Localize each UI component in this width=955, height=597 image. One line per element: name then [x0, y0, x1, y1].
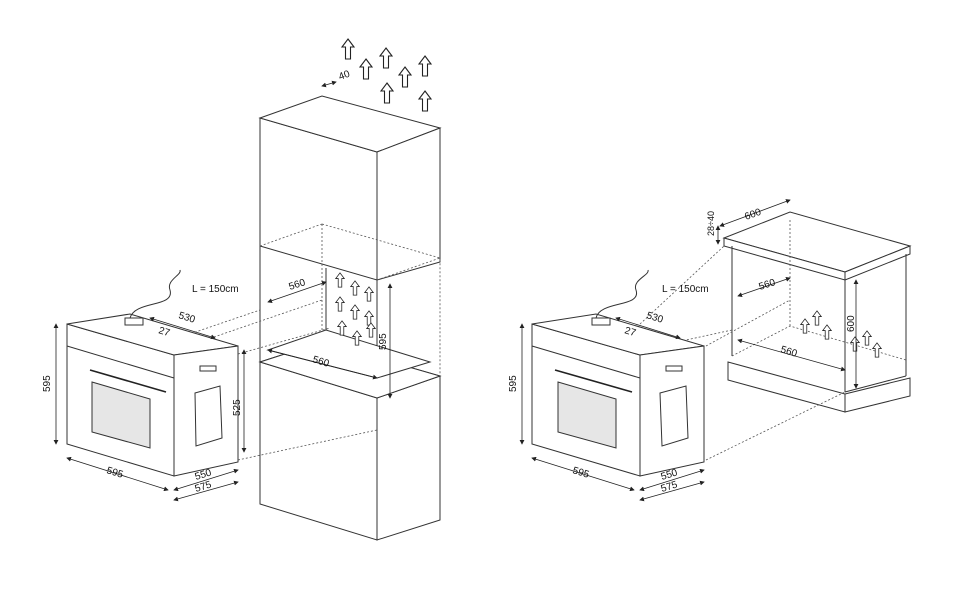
counter-thickness-label: 28÷40 — [706, 211, 716, 236]
airflow-arrow-icon — [862, 330, 872, 346]
airflow-arrow-icon — [350, 304, 360, 320]
airflow-arrow-icon — [350, 280, 360, 296]
oven-width-label-right: 595 — [571, 465, 591, 481]
oven-depth-label: 550 — [194, 467, 214, 483]
airflow-arrow-icon — [335, 296, 345, 312]
airflow-arrow-icon — [335, 272, 345, 288]
oven-depth-top-label-right: 530 — [645, 310, 665, 326]
airflow-arrow-icon — [822, 324, 832, 340]
dimensions-left — [53, 80, 393, 502]
airflow-arrows-counter — [800, 310, 882, 358]
oven-width-label: 595 — [105, 465, 125, 481]
airflow-arrow-icon — [380, 82, 394, 104]
airflow-arrow-icon — [418, 55, 432, 77]
airflow-arrows-niche — [335, 272, 376, 346]
airflow-arrow-icon — [418, 90, 432, 112]
dimensions-right — [519, 199, 859, 502]
airflow-arrow-icon — [359, 58, 373, 80]
oven-offset-label: 27 — [157, 325, 171, 339]
oven-side-height-label: 525 — [232, 399, 243, 416]
airflow-arrow-icon — [364, 286, 374, 302]
niche-width-label: 560 — [288, 277, 308, 293]
cable-length-label-right: L = 150cm — [662, 284, 709, 295]
niche-width-label-right: 560 — [758, 277, 778, 293]
airflow-arrows-top — [341, 38, 432, 112]
oven-total-depth-label: 575 — [194, 479, 214, 495]
counter-depth-label: 600 — [743, 207, 763, 223]
niche-height-label-right: 600 — [846, 315, 857, 332]
cable-icon — [129, 269, 181, 319]
oven-depth-label-right: 550 — [660, 467, 680, 483]
oven-depth-top-label: 530 — [177, 310, 197, 326]
airflow-arrow-icon — [812, 310, 822, 326]
airflow-arrow-icon — [379, 47, 393, 69]
oven-height-label: 595 — [42, 375, 53, 392]
under-counter-cabinet — [639, 211, 912, 461]
oven-left — [66, 269, 239, 477]
airflow-arrow-icon — [337, 320, 347, 336]
niche-height-label: 595 — [378, 333, 389, 350]
cable-length-label: L = 150cm — [192, 284, 239, 295]
airflow-arrow-icon — [800, 318, 810, 334]
airflow-arrow-icon — [364, 310, 374, 326]
vent-gap-label: 40 — [337, 69, 352, 83]
cable-icon — [595, 269, 649, 319]
niche-depth-label-right: 560 — [779, 344, 799, 360]
airflow-arrow-icon — [341, 38, 355, 60]
niche-depth-label: 560 — [311, 354, 331, 370]
oven-total-depth-label-right: 575 — [660, 479, 680, 495]
airflow-arrow-icon — [398, 66, 412, 88]
oven-height-label-right: 595 — [508, 375, 519, 392]
oven-right — [531, 269, 705, 477]
airflow-arrow-icon — [872, 342, 882, 358]
oven-offset-label-right: 27 — [623, 325, 637, 339]
tall-cabinet — [171, 95, 442, 541]
